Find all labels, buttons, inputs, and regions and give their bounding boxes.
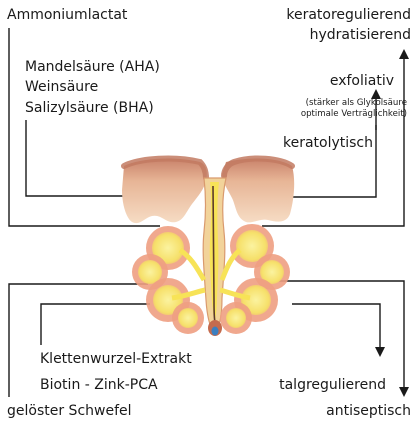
arrow-antiseptisch	[278, 281, 404, 392]
arrow-talgregulierend	[292, 304, 380, 352]
connector-klettenwurzel	[41, 304, 150, 345]
skin-pore-illustration	[122, 159, 294, 336]
connector-schwefel	[9, 284, 148, 397]
